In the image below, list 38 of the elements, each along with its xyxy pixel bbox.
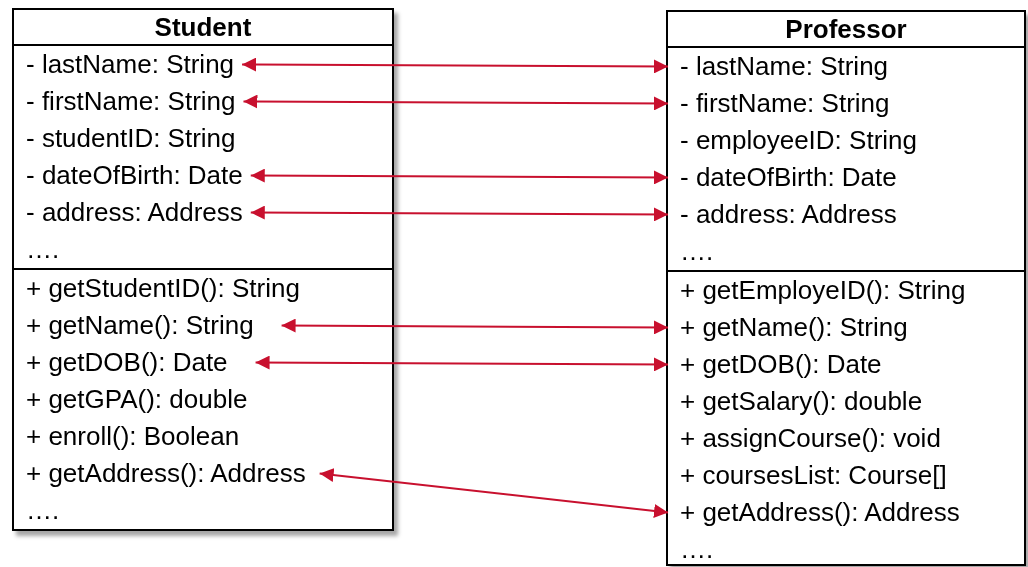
arrow (249, 205, 669, 222)
member-text: …. (668, 531, 714, 567)
arrow (280, 318, 669, 335)
member-text: + getSalary(): double (668, 383, 923, 420)
arrow (242, 94, 669, 111)
member-text: - employeeID: String (668, 122, 917, 159)
member-text: - studentID: String (14, 120, 236, 157)
member-text: + getName(): String (14, 307, 254, 344)
member-text: - address: Address (668, 196, 897, 233)
member-text: + getAddress(): Address (668, 494, 960, 531)
member-text: + getAddress(): Address (14, 455, 306, 492)
member-text: + getStudentID(): String (14, 270, 300, 307)
arrow (318, 468, 669, 518)
member-text: + getEmployeID(): String (668, 272, 966, 309)
arrow (249, 168, 669, 185)
member-text: + getGPA(): double (14, 381, 248, 418)
member-text: - dateOfBirth: Date (14, 157, 243, 194)
class-name: Professor (784, 13, 908, 46)
class-box (12, 8, 394, 531)
member-text: + getName(): String (668, 309, 908, 346)
member-text: …. (14, 492, 60, 529)
member-text: - dateOfBirth: Date (668, 159, 897, 196)
member-text: - firstName: String (14, 83, 236, 120)
member-text: - address: Address (14, 194, 243, 231)
class-name: Student (153, 11, 253, 44)
arrow (254, 355, 669, 372)
member-text: - lastName: String (14, 46, 235, 83)
member-text: …. (14, 231, 60, 268)
member-text: + getDOB(): Date (14, 344, 228, 381)
arrow (241, 57, 669, 74)
member-text: + enroll(): Boolean (14, 418, 240, 455)
member-text: - lastName: String (668, 48, 889, 85)
member-text: + coursesList: Course[] (668, 457, 947, 494)
member-text: + assignCourse(): void (668, 420, 941, 457)
member-text: + getDOB(): Date (668, 346, 882, 383)
class-box (666, 10, 1026, 566)
member-text: - firstName: String (668, 85, 890, 122)
member-text: …. (668, 233, 714, 270)
